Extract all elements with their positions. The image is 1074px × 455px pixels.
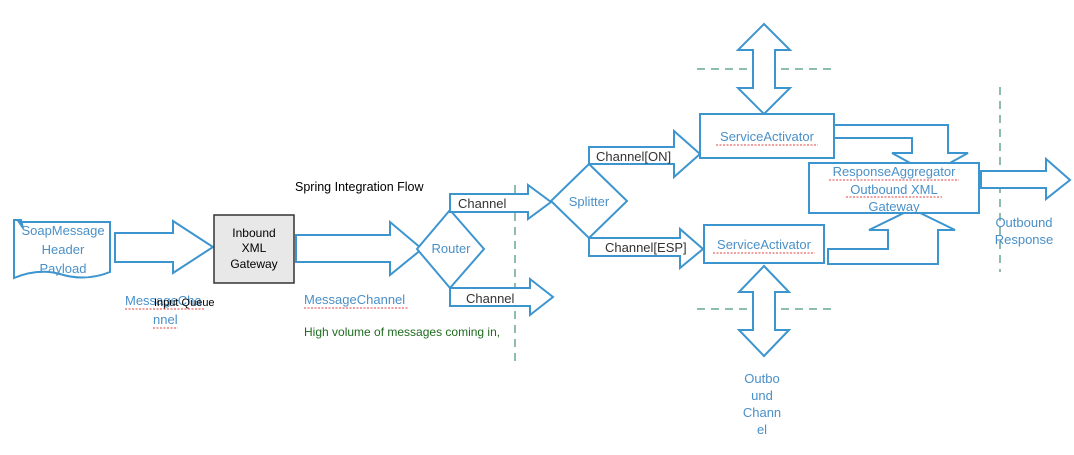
outbound-response-line-1: Outbound: [995, 215, 1052, 230]
outbound-channel-line-4: el: [757, 422, 767, 437]
arrow-router-channel-top: [449, 183, 553, 221]
arrow-gateway-to-router: [295, 219, 424, 278]
arrow-router-channel-bottom: [449, 276, 555, 318]
service-activator-bottom-label: ServiceActivator: [717, 237, 812, 252]
inbound-gateway-line-1: Inbound: [232, 226, 275, 240]
soap-message-line-2: Header: [42, 242, 85, 257]
channel-esp-label: Channel[ESP]: [605, 240, 687, 255]
splitter-label: Splitter: [569, 194, 610, 209]
message-channel-mid: MessageChannel: [304, 292, 405, 307]
outbound-channel-line-3: Chann: [743, 405, 781, 420]
arrow-soap-to-gateway: [114, 219, 215, 275]
arrow-service-bottom-to-aggregator: [827, 207, 956, 265]
response-aggregator-box: [808, 162, 980, 214]
response-aggregator-line-3: Gateway: [868, 199, 920, 214]
service-activator-top-label: ServiceActivator: [720, 129, 815, 144]
volume-note: High volume of messages coming in,: [304, 325, 500, 339]
service-activator-bottom-box: [703, 224, 825, 264]
response-aggregator-line-1: ResponseAggregator: [833, 164, 957, 179]
arrow-channel-on: [588, 128, 702, 180]
input-queue-label: Input Queue: [154, 297, 215, 309]
arrow-channel-esp: [588, 226, 705, 271]
soap-message-line-1: SoapMessage: [21, 223, 104, 238]
outbound-channel-line-2: und: [751, 388, 773, 403]
outbound-response-line-2: Response: [995, 232, 1054, 247]
message-channel-left-line-1: MessageCha: [125, 293, 202, 308]
message-channel-left-line-2: nnel: [153, 312, 178, 327]
response-aggregator-line-2: Outbound XML: [850, 182, 937, 197]
service-activator-top-box: [699, 113, 835, 159]
router-label: Router: [431, 241, 471, 256]
diagram-title: Spring Integration Flow: [295, 180, 425, 194]
router-channel-top-label: Channel: [458, 196, 507, 211]
soap-message-document: [13, 219, 111, 280]
inbound-xml-gateway-box: [213, 214, 295, 284]
outbound-channel-line-1: Outbo: [744, 371, 779, 386]
soap-message-line-3: Payload: [40, 261, 87, 276]
router-channel-bottom-label: Channel: [466, 291, 515, 306]
channel-on-label: Channel[ON]: [596, 149, 671, 164]
arrow-outbound-response: [980, 156, 1072, 202]
inbound-gateway-line-3: Gateway: [230, 257, 277, 271]
inbound-gateway-line-2: XML: [242, 241, 267, 255]
double-arrow-bottom: [736, 264, 792, 358]
